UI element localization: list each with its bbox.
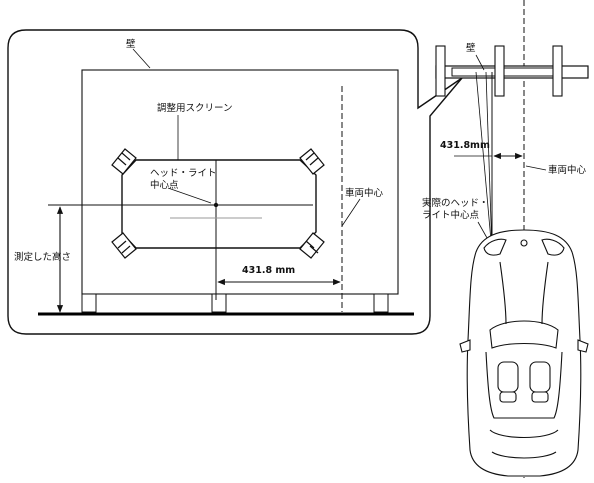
screen-label: 調整用スクリーン xyxy=(157,102,233,114)
beam-line-1 xyxy=(475,71,493,253)
wall-label: 壁 xyxy=(126,38,136,50)
vehicle-center-label-top: 車両中心 xyxy=(548,164,587,176)
distance-label-zoom: 431.8 mm xyxy=(242,265,295,276)
headlight-center-point xyxy=(213,202,219,208)
wall-top-leader xyxy=(475,54,485,71)
screen-corner-br xyxy=(299,232,325,259)
screen-corner-bl xyxy=(111,232,137,259)
car-top-view xyxy=(459,229,589,477)
screen-corner-tr xyxy=(299,148,325,175)
actual-headlight-label-1: 実際のヘッド・ xyxy=(422,197,489,209)
wall-top-label: 壁 xyxy=(466,42,476,54)
wall-top-view xyxy=(435,45,589,97)
screen-corner-tl xyxy=(111,148,137,175)
distance-label-top: 431.8mm xyxy=(440,140,490,151)
vehicle-center-leader-zoom xyxy=(341,198,361,227)
headlight-center-label-1: ヘッド・ライト xyxy=(150,168,217,179)
beam-line-2 xyxy=(485,71,493,253)
headlight-center-label-2: 中心点 xyxy=(150,179,179,191)
adjustment-screen xyxy=(111,148,325,259)
vehicle-center-label-zoom: 車両中心 xyxy=(345,187,384,199)
wall-leader xyxy=(132,48,151,69)
headlight-center-leader xyxy=(167,187,212,204)
actual-headlight-label-2: ライト中心点 xyxy=(422,209,480,221)
vehicle-center-leader-top xyxy=(525,165,547,171)
measured-height-label: 測定した高さ xyxy=(14,251,71,263)
